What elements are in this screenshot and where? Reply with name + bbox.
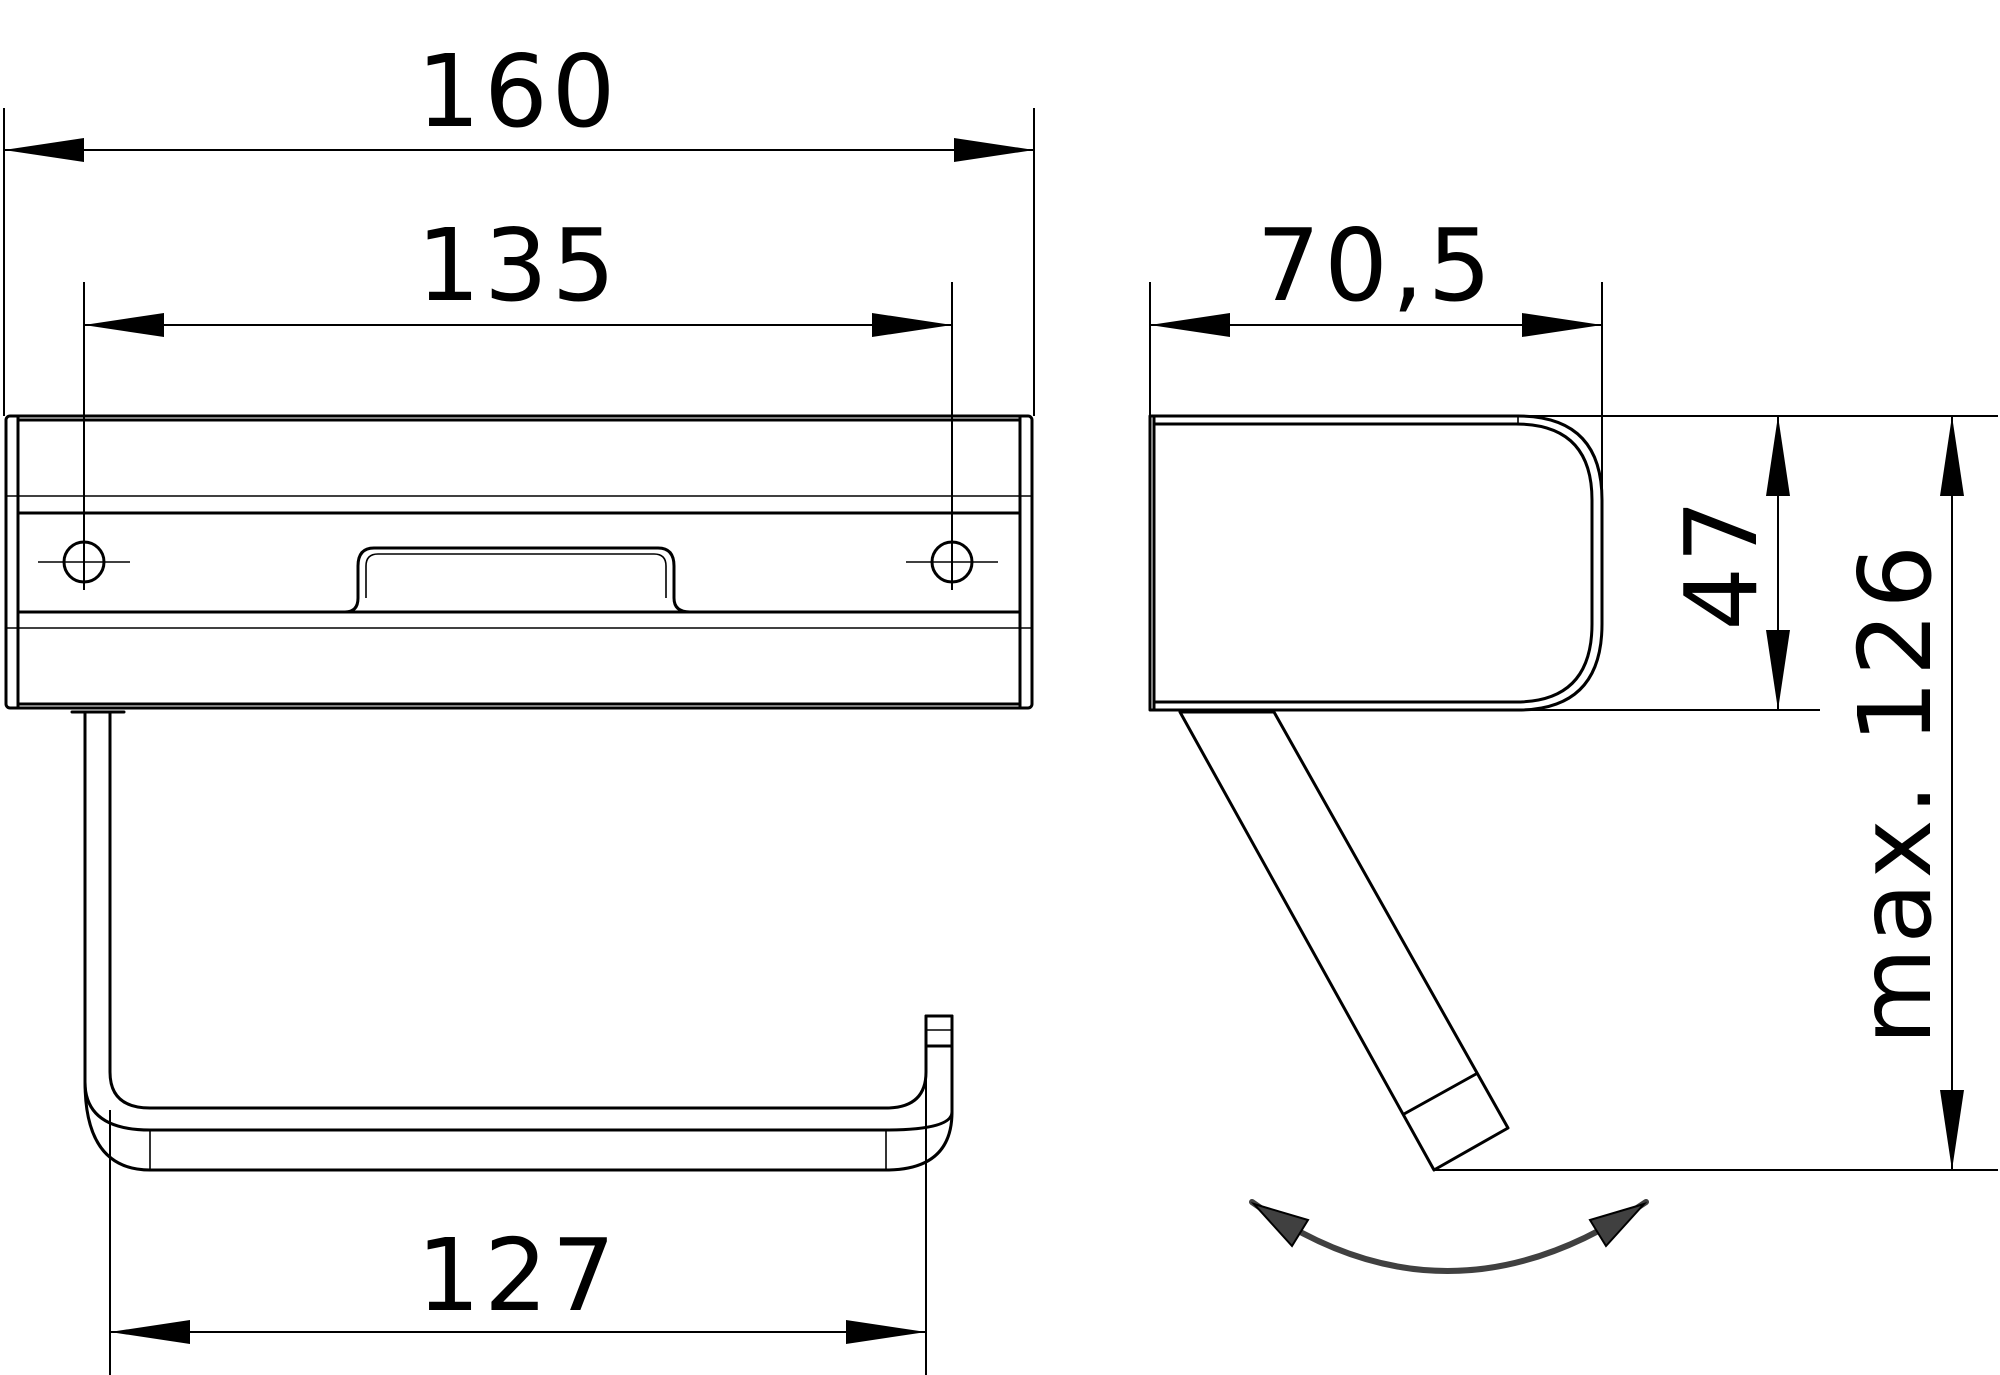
holder-arm-front-face xyxy=(83,1080,954,1132)
side-plate-inner xyxy=(1152,422,1594,704)
side-view: 70,5 47 max. 126 xyxy=(1148,207,1998,1274)
side-arm-cap xyxy=(1402,1072,1478,1116)
dim-127-label: 127 xyxy=(417,1217,620,1334)
holder-arm-tip xyxy=(924,1014,954,1048)
keyhole-slot-inner xyxy=(365,553,667,598)
swing-arc xyxy=(1249,1199,1649,1274)
dim-135-label: 135 xyxy=(417,207,620,324)
side-arm xyxy=(1178,710,1510,1172)
keyhole-slot xyxy=(16,546,1022,614)
holder-arm-outer xyxy=(83,710,954,1172)
wall-plate-outline xyxy=(4,414,1034,710)
dim-47-label: 47 xyxy=(1663,495,1780,630)
swing-arrow-left-icon xyxy=(1250,1202,1310,1248)
swing-arrow-right-icon xyxy=(1588,1202,1648,1248)
dim-160-label: 160 xyxy=(417,33,620,150)
side-plate-outline xyxy=(1148,414,1604,712)
dim-70-label: 70,5 xyxy=(1257,207,1496,324)
front-view: 160 135 127 xyxy=(3,33,1035,1375)
holder-arm-inner xyxy=(108,710,928,1110)
dim-126-label: max. 126 xyxy=(1837,541,1954,1045)
